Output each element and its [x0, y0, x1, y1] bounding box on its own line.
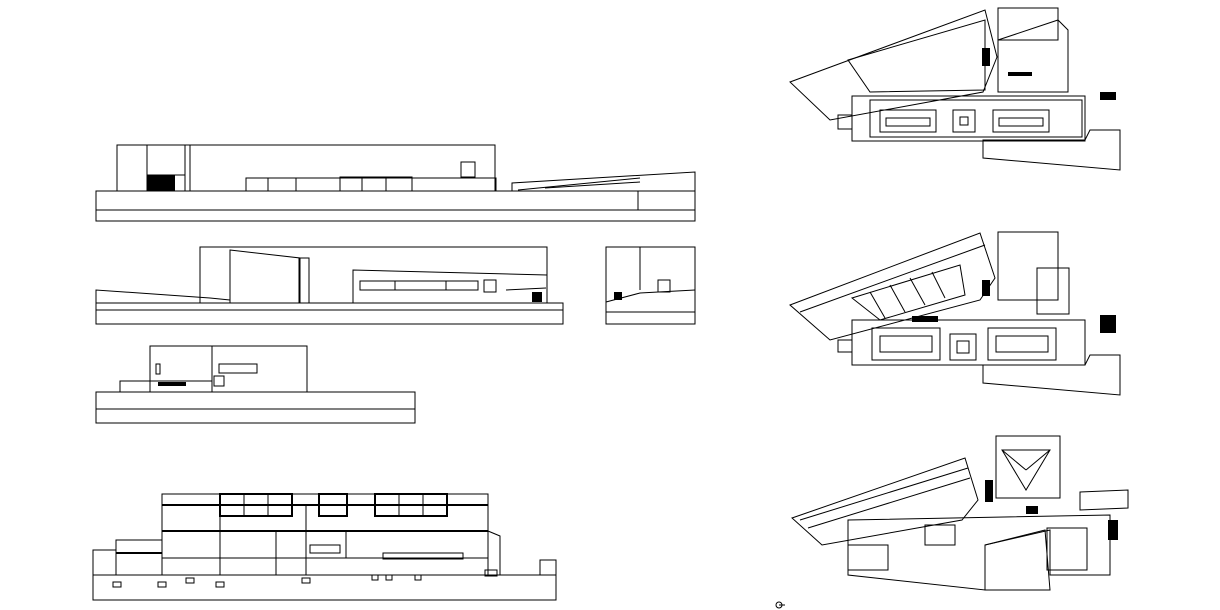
- elevation-3: [605, 246, 696, 325]
- plan-level-1: [789, 7, 1121, 171]
- elevation-4: [95, 345, 416, 424]
- north-arrow-icon: [775, 601, 785, 609]
- plan-level-2: [789, 231, 1121, 396]
- elevation-2: [95, 246, 564, 325]
- elevation-1: [95, 144, 696, 222]
- plan-level-3: [791, 435, 1129, 591]
- section-1: [92, 493, 557, 601]
